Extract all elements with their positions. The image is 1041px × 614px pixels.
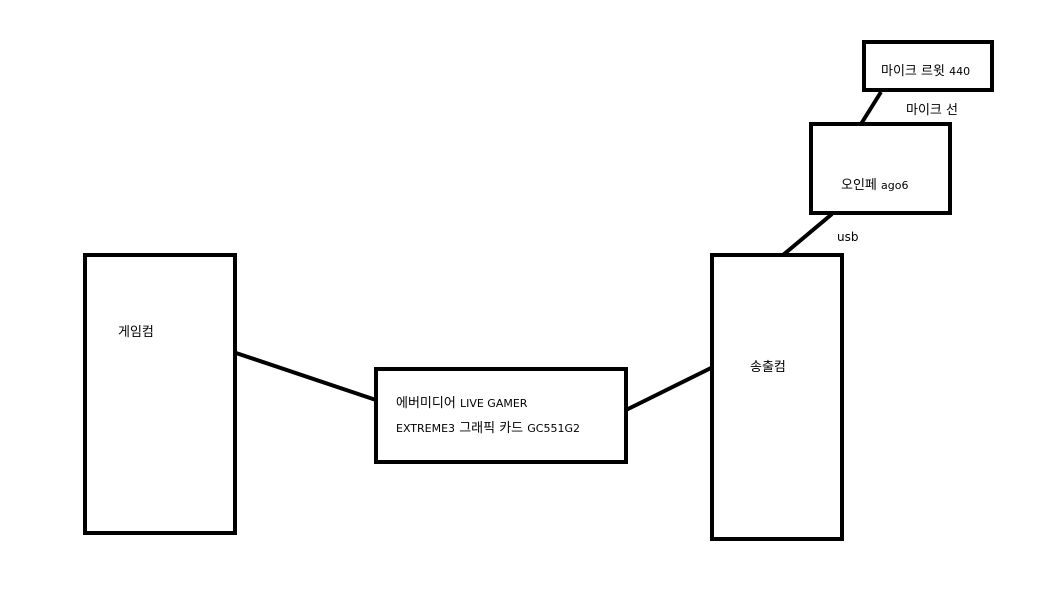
capture-card-series: EXTREME3 bbox=[396, 422, 456, 435]
edge-capture-card-to-stream-pc bbox=[625, 364, 716, 412]
microphone-label: 마이크 르윗 440 bbox=[881, 64, 970, 80]
game-pc-box: 게임컴 bbox=[83, 253, 237, 535]
capture-card-model-name: LIVE GAMER bbox=[459, 397, 528, 410]
audio-interface-box: 오인페 ago6 bbox=[809, 122, 952, 215]
capture-card-label-line1: 에버미디어 LIVE GAMER bbox=[396, 396, 527, 412]
capture-card-brand: 에버미디어 bbox=[396, 396, 456, 411]
capture-card-type: 그래픽 카드 bbox=[459, 421, 524, 436]
mic-cable-label: 마이크 선 bbox=[906, 103, 958, 118]
stream-pc-box: 송출컴 bbox=[710, 253, 844, 541]
edge-stream-pc-to-audio-interface bbox=[781, 212, 834, 257]
game-pc-label: 게임컴 bbox=[118, 325, 154, 340]
microphone-model: 440 bbox=[949, 65, 971, 78]
capture-card-label-line2: EXTREME3 그래픽 카드 GC551G2 bbox=[396, 421, 580, 437]
microphone-name: 마이크 르윗 bbox=[881, 64, 945, 79]
capture-card-box: 에버미디어 LIVE GAMER EXTREME3 그래픽 카드 GC551G2 bbox=[374, 367, 628, 464]
microphone-box: 마이크 르윗 440 bbox=[862, 40, 994, 92]
capture-card-model-code: GC551G2 bbox=[527, 422, 580, 435]
edge-game-pc-to-capture-card bbox=[235, 351, 377, 402]
audio-interface-label: 오인페 ago6 bbox=[841, 178, 908, 194]
usb-cable-label: usb bbox=[837, 230, 859, 244]
audio-interface-type: 오인페 bbox=[841, 178, 877, 193]
stream-pc-label: 송출컴 bbox=[750, 360, 786, 375]
edge-audio-interface-to-microphone bbox=[859, 90, 883, 126]
audio-interface-model: ago6 bbox=[881, 179, 909, 192]
